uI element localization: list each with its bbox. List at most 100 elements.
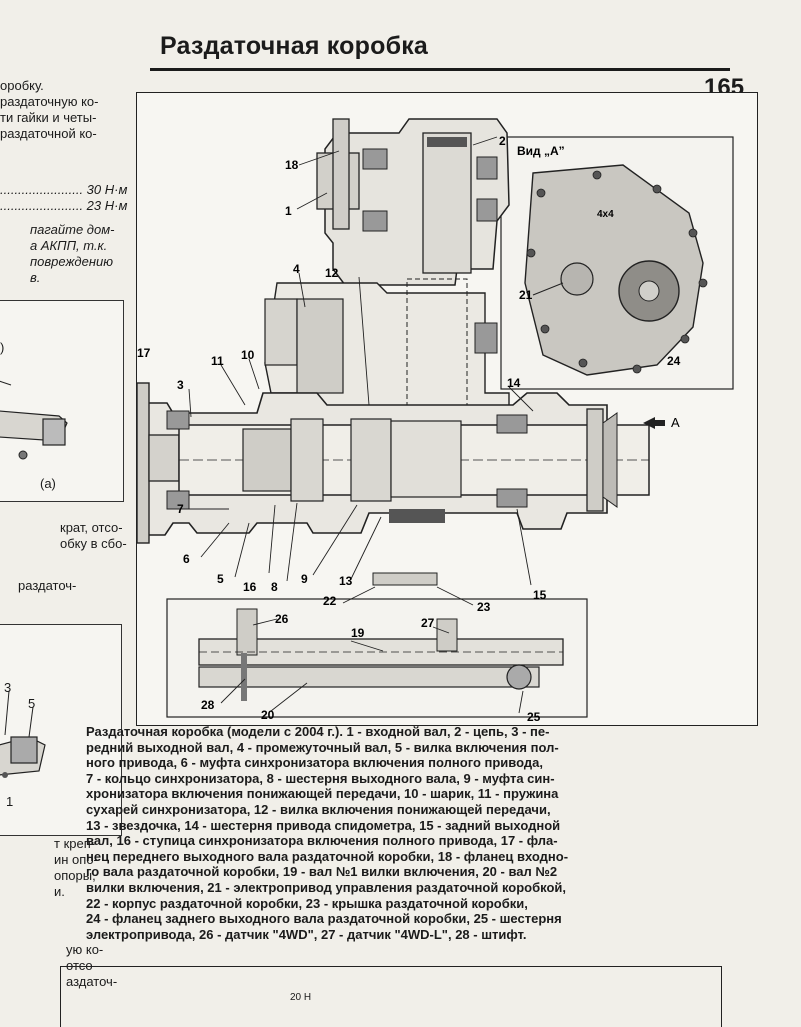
transfer-case-drawing: Вид „А” 4x4 21 24	[137, 118, 734, 724]
left-column: оробку. раздаточную ко- ти гайки и четы-…	[0, 0, 130, 1000]
left-line: раздаточную ко-	[0, 94, 99, 109]
left-bottom-paragraph: ую ко- отсо- аздаточ-	[66, 942, 130, 990]
callout-5: 5	[217, 572, 224, 586]
mount-block	[10, 736, 38, 764]
callout-14: 14	[507, 376, 521, 390]
left-line: ти гайки и четы-	[0, 110, 97, 125]
rear-flange	[586, 408, 604, 512]
bearing	[166, 490, 190, 510]
header-rule	[150, 68, 730, 71]
left-lower-text: раздаточ-	[18, 578, 130, 594]
callout-23: 23	[477, 600, 491, 614]
bearing	[496, 414, 528, 434]
left-line: и.	[54, 884, 65, 899]
torque-spec: ....................... 23 Н·м	[0, 198, 128, 213]
caption-line: 24 - фланец заднего выходного вала разда…	[86, 911, 562, 927]
leader-lines	[187, 136, 534, 714]
caption-line: вилки включения, 21 - электропривод упра…	[86, 879, 567, 895]
left-line: т креп-	[54, 836, 96, 851]
left-figure-2-label: 5	[28, 696, 36, 711]
synchro-sleeve	[290, 418, 324, 502]
figure-caption: Раздаточная коробка (модели с 2004 г.). …	[86, 724, 706, 942]
left-figure-2	[0, 624, 122, 836]
callout-6: 6	[183, 552, 190, 566]
callout-28: 28	[201, 698, 215, 712]
output-gear	[390, 420, 462, 498]
callout-16: 16	[243, 580, 257, 594]
caption-line: вал, 16 - ступица синхронизатора включен…	[86, 833, 558, 849]
rear-flange-hub	[638, 280, 660, 302]
sensor-4wd-icon	[236, 608, 258, 656]
left-line: раздаточ-	[18, 578, 77, 593]
leader-line	[28, 706, 34, 738]
callout-26: 26	[275, 612, 289, 626]
left-figure-2-label: 3	[4, 680, 12, 695]
left-figure-1-drawing	[0, 380, 68, 460]
view-arrow-icon	[655, 420, 665, 426]
callout-11: 11	[211, 354, 224, 368]
page-title: Раздаточная коробка	[160, 32, 429, 60]
callout-17: 17	[137, 346, 151, 360]
torque-spec: ....................... 30 Н·м	[0, 182, 128, 197]
left-line: обку в сбо-	[60, 536, 127, 551]
caption-line: электропривода, 26 - датчик "4WD", 27 - …	[86, 926, 527, 942]
caption-line: сухарей синхронизатора, 12 - вилка включ…	[86, 801, 551, 817]
left-figure-2-drawing	[0, 690, 46, 778]
bearing	[166, 410, 190, 430]
warning-line: повреждению	[30, 254, 114, 269]
view-arrow-icon	[643, 417, 655, 429]
input-flange	[332, 118, 350, 230]
callout-4: 4	[293, 262, 300, 276]
callout-15: 15	[533, 588, 547, 602]
caption-line: нец переднего выходного вала раздаточной…	[86, 848, 569, 864]
front-output-shaft	[148, 434, 180, 482]
left-line: опоры,	[54, 868, 96, 883]
intermediate-shaft	[264, 298, 298, 366]
torque-spec-list: ....................... 30 Н·м .........…	[0, 182, 130, 214]
callout-22: 22	[323, 594, 337, 608]
callout-3: 3	[177, 378, 184, 392]
sensor-4wd-l-icon	[436, 618, 458, 652]
caption-line: редний выходной вал, 4 - промежуточный в…	[86, 739, 559, 755]
left-line: ин опо-	[54, 852, 98, 867]
warning-line: а АКПП, т.к.	[30, 238, 108, 253]
callout-19: 19	[351, 626, 365, 640]
view-a-label: Вид „А”	[517, 144, 565, 158]
bearing	[362, 148, 388, 170]
shift-rail-2	[198, 666, 540, 688]
sprocket-icon	[389, 509, 445, 523]
callout-12: 12	[325, 266, 339, 280]
bracket-block	[42, 418, 66, 446]
callout-21: 21	[519, 288, 533, 302]
bolt-icon	[2, 772, 8, 778]
bearing	[476, 198, 498, 222]
front-flange	[137, 382, 150, 544]
callout-7: 7	[177, 502, 184, 516]
housing-bolts	[526, 170, 708, 374]
intermediate-gear	[296, 298, 344, 394]
caption-line: ного привода, 6 - муфта синхронизатора в…	[86, 755, 543, 771]
drain-plug	[372, 572, 438, 586]
callout-2: 2	[499, 134, 506, 148]
left-line: аздаточ-	[66, 974, 118, 989]
callout-20: 20	[261, 708, 275, 722]
warning-note: пагайте дом- а АКПП, т.к. повреждению в.	[30, 222, 130, 286]
left-line: раздаточной ко-	[0, 126, 97, 141]
left-figure-2-label: 1	[6, 794, 14, 809]
actuator-gear-icon	[506, 664, 532, 690]
left-intro-text: оробку. раздаточную ко- ти гайки и четы-…	[0, 78, 130, 142]
next-table-frame	[60, 966, 722, 1027]
callout-13: 13	[339, 574, 353, 588]
left-lower-paragraph: т креп- ин опо- опоры, и.	[54, 836, 130, 900]
transfer-case-figure: Вид „А” 4x4 21 24	[136, 92, 758, 726]
left-figure-1	[0, 300, 124, 502]
bearing	[362, 210, 388, 232]
callout-9: 9	[301, 572, 308, 586]
warning-line: пагайте дом-	[30, 222, 115, 237]
actuator-motor-icon	[560, 262, 594, 296]
bearing	[476, 156, 498, 180]
leader-line	[532, 282, 564, 296]
caption-line: хронизатора включения понижающей передач…	[86, 786, 559, 802]
low-range-sleeve	[350, 418, 392, 502]
left-line: крат, отсо-	[60, 520, 123, 535]
